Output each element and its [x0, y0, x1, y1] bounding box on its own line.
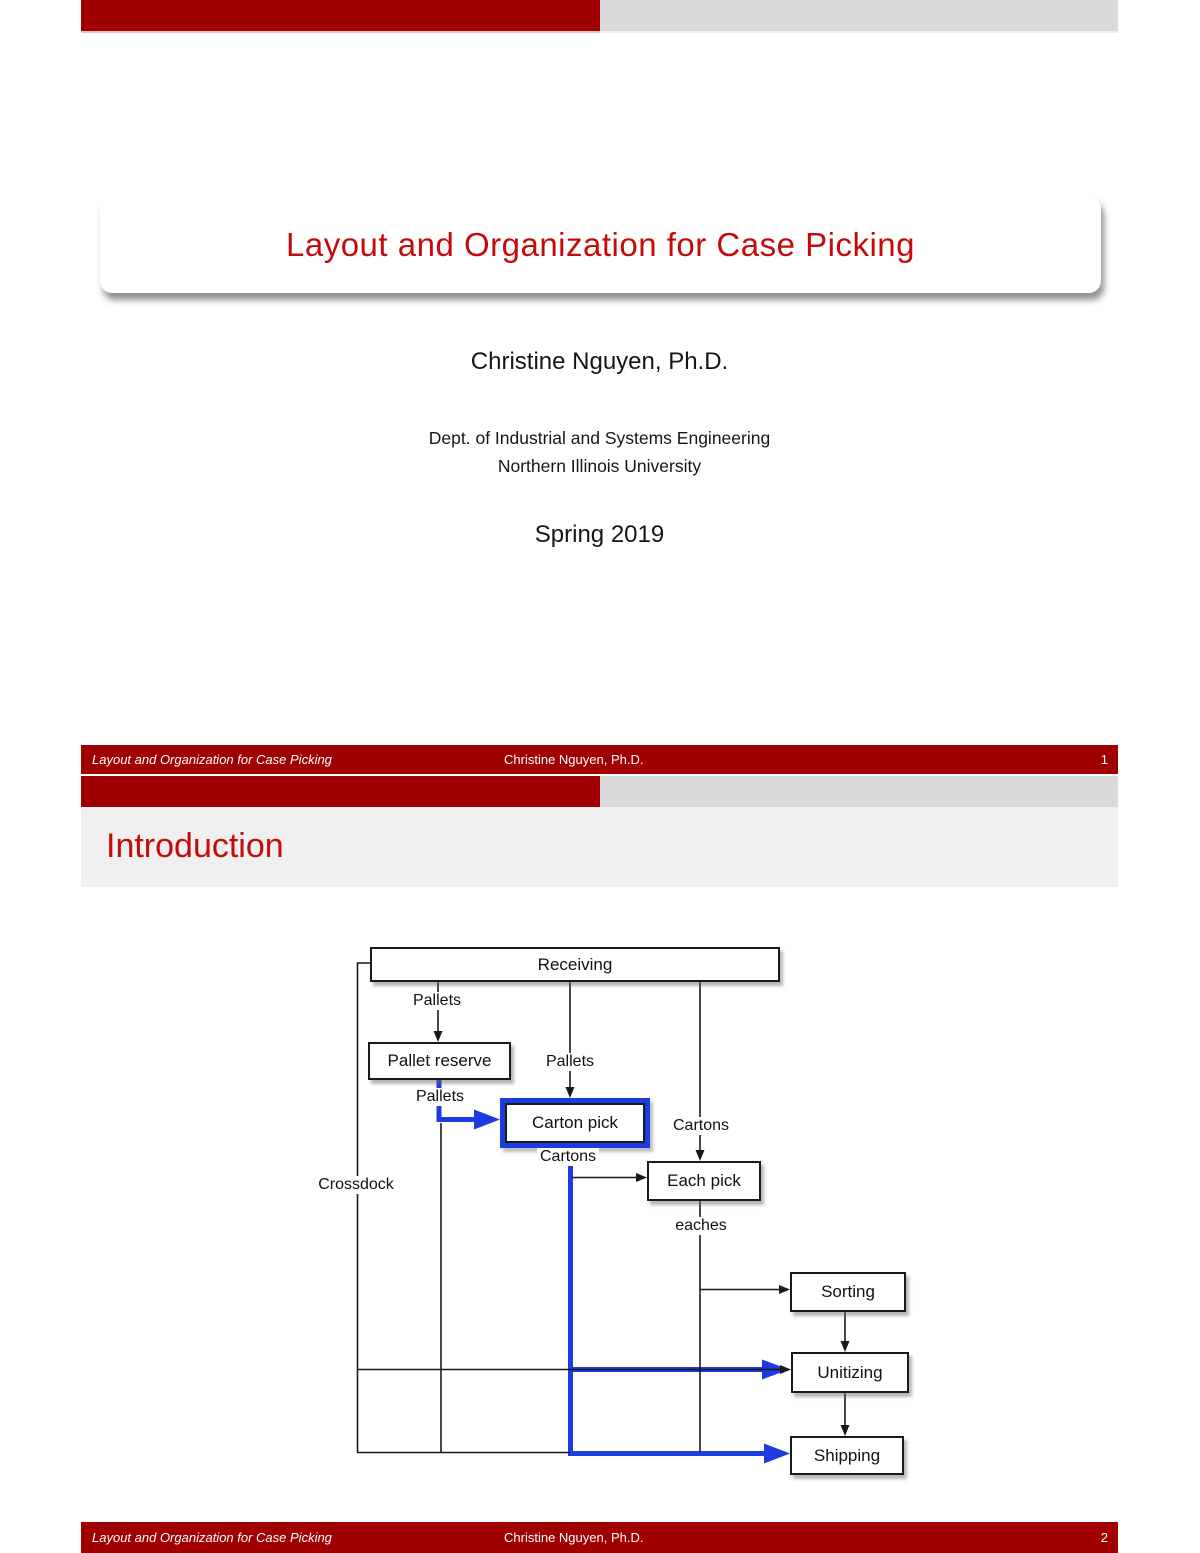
flow-box-sorting-label: Sorting — [821, 1282, 875, 1301]
flow-box-unitizing: Unitizing — [791, 1352, 909, 1393]
footline-page-number: 1 — [1100, 752, 1108, 767]
slide2-footline: Layout and Organization for Case Picking… — [81, 1522, 1118, 1553]
footline-page-number: 2 — [1100, 1530, 1108, 1545]
flow-box-receiving-label: Receiving — [537, 954, 613, 974]
slide1-header-underline-left — [81, 31, 600, 33]
page-title: Layout and Organization for Case Picking — [285, 225, 916, 263]
institute-line-1: Dept. of Industrial and Systems Engineer… — [428, 428, 771, 448]
frametitle-band: Introduction — [81, 807, 1118, 887]
flow-box-unitizing-label: Unitizing — [817, 1362, 883, 1382]
edge-label-pallets-to-carton-pick: Pallets — [542, 1053, 598, 1071]
flow-box-carton-pick-label: Carton pick — [532, 1113, 618, 1132]
slide1-header-underline-right — [600, 31, 1118, 33]
date: Spring 2019 — [534, 521, 665, 548]
author: Christine Nguyen, Ph.D. — [470, 348, 729, 375]
footline-title: Layout and Organization for Case Picking — [92, 1530, 332, 1545]
institute-line-2: Northern Illinois University — [497, 456, 702, 476]
flow-box-sorting: Sorting — [790, 1272, 906, 1312]
slide1-header-bar-right — [600, 0, 1118, 31]
footline-author: Christine Nguyen, Ph.D. — [504, 752, 644, 767]
flow-box-pallet-reserve: Pallet reserve — [368, 1042, 511, 1080]
slide1-footline: Layout and Organization for Case Picking… — [81, 745, 1118, 774]
flow-box-pallet-reserve-label: Pallet reserve — [387, 1051, 492, 1070]
edge-label-pallets-reserve-to-carton: Pallets — [412, 1088, 468, 1106]
edge-label-pallets-to-reserve: Pallets — [409, 992, 465, 1010]
flow-box-shipping-label: Shipping — [813, 1445, 881, 1465]
slide1-header-bar-left — [81, 0, 600, 31]
edge-label-cartons-to-each-pick: Cartons — [669, 1117, 733, 1135]
footline-title: Layout and Organization for Case Picking — [92, 752, 332, 767]
flow-box-each-pick-label: Each pick — [667, 1171, 741, 1190]
flow-box-shipping: Shipping — [790, 1436, 904, 1475]
edge-label-eaches: eaches — [672, 1217, 730, 1235]
edge-label-crossdock: Crossdock — [315, 1176, 397, 1194]
edge-label-cartons-carton-to-each: Cartons — [536, 1148, 600, 1166]
footline-author: Christine Nguyen, Ph.D. — [504, 1530, 644, 1545]
slide2-header-bar-right — [600, 776, 1118, 807]
title-box: Layout and Organization for Case Picking — [100, 196, 1101, 293]
slide2-header-bar-left — [81, 776, 600, 807]
flow-box-each-pick: Each pick — [647, 1161, 761, 1201]
flow-box-carton-pick: Carton pick — [500, 1098, 650, 1148]
frame-title: Introduction — [106, 827, 284, 865]
flow-box-receiving: Receiving — [370, 947, 780, 982]
